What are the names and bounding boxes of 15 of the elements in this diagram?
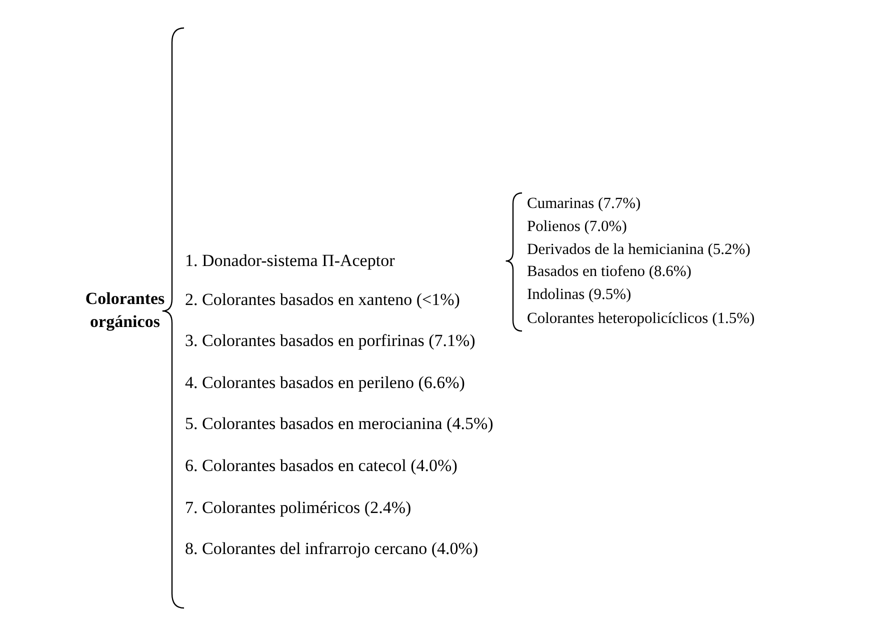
- category-label: Colorantes heteropolicíclicos (1.5%): [527, 310, 755, 328]
- category-label: 6. Colorantes basados en catecol (4.0%): [185, 456, 458, 476]
- category-label: Colorantes orgánicos: [75, 288, 175, 334]
- category-label: 3. Colorantes basados en porfirinas (7.1%): [185, 330, 476, 352]
- category-label: 7. Colorantes poliméricos (2.4%): [185, 498, 412, 518]
- category-label: 1. Donador-sistema Π-Aceptor: [185, 250, 395, 272]
- category-label: Derivados de la hemicianina (5.2%): [527, 240, 750, 260]
- category-label: Indolinas (9.5%): [527, 286, 632, 304]
- category-label: 5. Colorantes basados en merocianina (4.5%): [185, 414, 494, 434]
- category-label: 4. Colorantes basados en perileno (6.6%): [185, 372, 465, 394]
- category-label: 2. Colorantes basados en xanteno (<1%): [185, 290, 460, 310]
- category-label: Cumarinas (7.7%): [527, 194, 641, 214]
- category-label: 8. Colorantes del infrarrojo cercano (4.0%): [185, 538, 478, 560]
- category-label: Polienos (7.0%): [527, 218, 627, 236]
- category-label: Basados en tiofeno (8.6%): [527, 262, 692, 282]
